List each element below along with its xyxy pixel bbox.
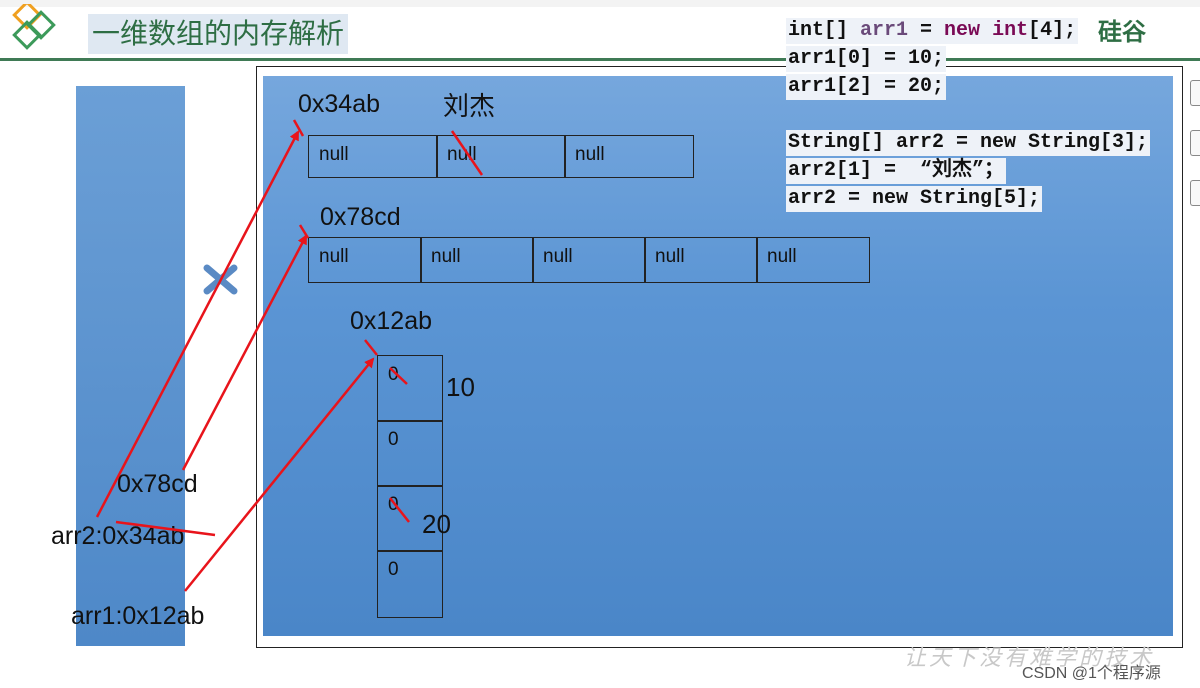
address-label-0x78cd: 0x78cd	[320, 203, 401, 231]
toolbar-button-icon[interactable]	[1190, 130, 1200, 156]
code-token: new	[944, 19, 981, 42]
array-cell: null	[564, 135, 694, 178]
code-line-1: int[] arr1 = new int[4];	[786, 18, 1079, 44]
code-token: arr1	[860, 19, 909, 42]
code-token: int[]	[788, 19, 861, 42]
side-toolbar	[1190, 80, 1200, 210]
header-divider	[0, 58, 1200, 61]
address-label-0x12ab: 0x12ab	[350, 307, 433, 335]
address-label-0x34ab: 0x34ab	[298, 90, 381, 118]
array-cell: 0	[377, 355, 443, 422]
toolbar-button-icon[interactable]	[1190, 180, 1200, 206]
array-cell: 0	[377, 550, 443, 618]
code-line-2: arr1[0] = 10;	[786, 46, 947, 72]
stack-var-arr2: arr2:0x34ab	[51, 522, 185, 550]
array-cell: null	[420, 237, 534, 283]
brand-text: 硅谷	[1098, 18, 1146, 46]
heap-area	[263, 76, 1173, 636]
code-line-6: arr2 = new String[5];	[786, 186, 1043, 212]
array-cell: null	[756, 237, 870, 283]
logo-icon	[12, 4, 56, 50]
array-cell: null	[436, 135, 566, 178]
code-token: [4];	[1028, 19, 1077, 42]
array-cell: null	[308, 237, 422, 283]
page-title: 一维数组的内存解析	[88, 14, 349, 54]
code-line-4: String[] arr2 = new String[3];	[786, 130, 1151, 156]
code-line-5: arr2[1] = “刘杰”；	[786, 158, 1007, 184]
assigned-value-label: 20	[422, 509, 451, 539]
array-cell: null	[308, 135, 438, 178]
stack-area	[76, 86, 185, 646]
code-line-3: arr1[2] = 20;	[786, 74, 947, 100]
array-cell: null	[644, 237, 758, 283]
code-token	[980, 19, 992, 42]
watermark-text: 让天下没有难学的技术	[904, 646, 1155, 671]
array-cell: 0	[377, 420, 443, 487]
array-cell: null	[532, 237, 646, 283]
csdn-credit: CSDN @1个程序源	[1022, 665, 1161, 682]
stack-var-arr1: arr1:0x12ab	[71, 602, 205, 630]
assigned-value-label: 10	[446, 372, 475, 402]
toolbar-button-icon[interactable]	[1190, 80, 1200, 106]
string-value-label: 刘杰	[443, 91, 496, 121]
stack-address-label: 0x78cd	[117, 470, 198, 498]
code-token: =	[908, 19, 945, 42]
code-token: int	[992, 19, 1029, 42]
